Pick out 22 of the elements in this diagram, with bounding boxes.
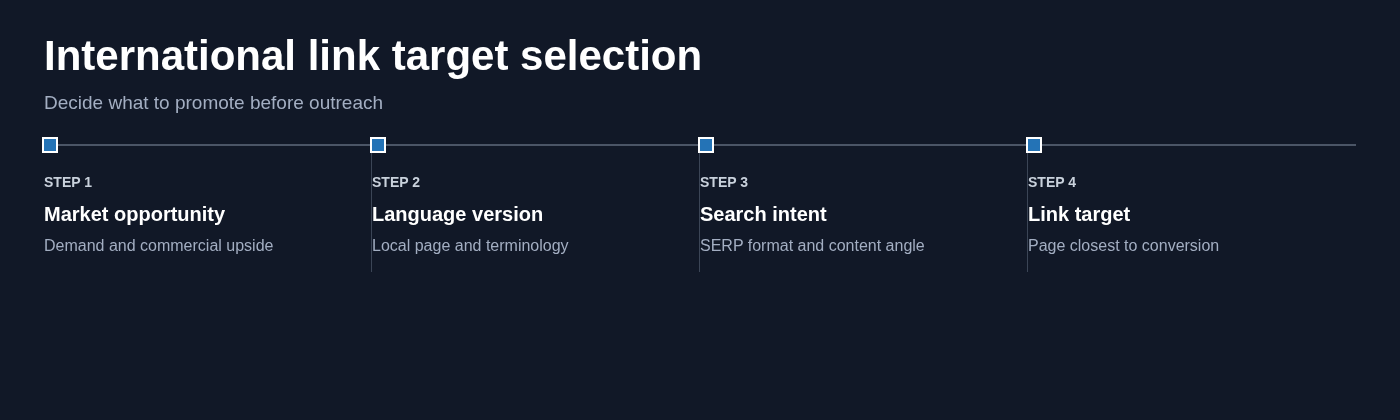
timeline-line — [1041, 144, 1357, 146]
diagram-title: International link target selection — [44, 35, 703, 77]
step-title: Market opportunity — [44, 204, 226, 224]
step-marker — [1026, 137, 1042, 153]
step-title: Language version — [372, 204, 544, 224]
step-description: SERP format and content angle — [700, 238, 925, 254]
step-marker — [42, 137, 58, 153]
step-description: Page closest to conversion — [1028, 238, 1220, 254]
step-number: STEP 4 — [1028, 175, 1076, 189]
step-marker — [698, 137, 714, 153]
step-number: STEP 2 — [372, 175, 420, 189]
step-title: Link target — [1028, 204, 1131, 224]
step-number: STEP 1 — [44, 175, 92, 189]
step-marker — [370, 137, 386, 153]
timeline-line — [57, 144, 371, 146]
timeline-line — [713, 144, 1027, 146]
timeline-line — [385, 144, 699, 146]
step-title: Search intent — [700, 204, 827, 224]
step-number: STEP 3 — [700, 175, 748, 189]
step-description: Local page and terminology — [372, 238, 569, 254]
subtitle: Decide what to promote before outreach — [44, 93, 384, 112]
step-description: Demand and commercial upside — [44, 238, 274, 254]
